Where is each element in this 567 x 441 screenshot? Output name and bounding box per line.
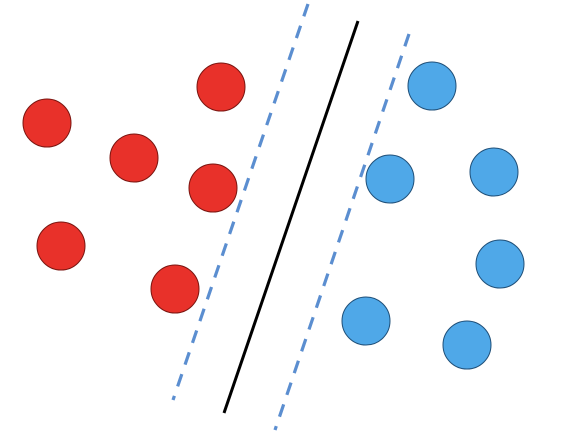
class-b-point (341, 296, 391, 346)
margin-line-right (273, 33, 411, 431)
class-a-point (150, 264, 200, 314)
class-b-point (475, 239, 525, 289)
class-b-point (442, 320, 492, 370)
class-a-point (188, 163, 238, 213)
class-a-point (22, 98, 72, 148)
class-a-point (109, 133, 159, 183)
margin-line-left (171, 3, 310, 401)
class-a-point (196, 62, 246, 112)
decision-boundary-line (222, 20, 360, 414)
class-b-point (365, 154, 415, 204)
class-b-point (407, 61, 457, 111)
class-b-point (469, 147, 519, 197)
class-a-point (36, 221, 86, 271)
